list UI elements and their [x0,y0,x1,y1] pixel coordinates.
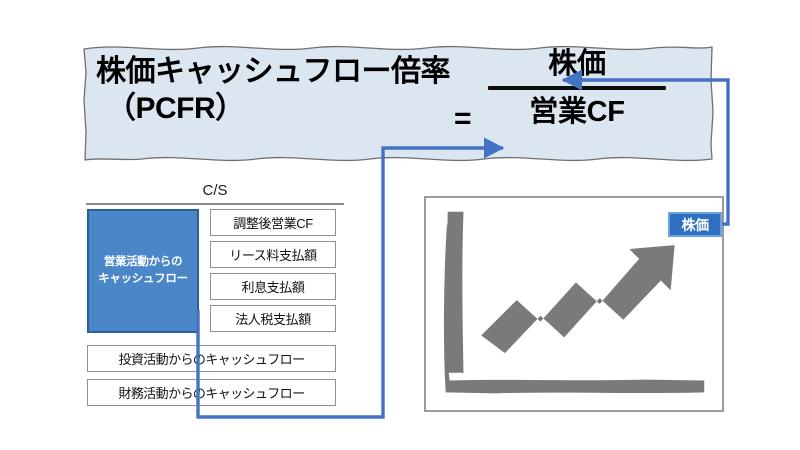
title-line-1: 株価キャッシュフロー倍率 [96,55,451,88]
cash-flow-statement-block: C/S 営業活動からの キャッシュフロー 調整後営業CF リース料支払額 利息支… [86,183,344,410]
formula-fraction: 株価 営業CF [482,46,672,131]
financing-cash-flow-row[interactable]: 財務活動からのキャッシュフロー [87,379,336,406]
cs-heading: C/S [202,182,228,199]
stock-price-badge[interactable]: 株価 [668,212,722,237]
fraction-denominator: 営業CF [529,96,625,129]
title-line-2: （PCFR） [106,91,245,125]
trend-arrow [481,245,675,354]
cs-sub-item[interactable]: 調整後営業CF [210,209,336,236]
fraction-numerator: 株価 [548,48,606,80]
cs-divider [86,203,344,205]
formula-panel: 株価キャッシュフロー倍率（PCFR） = 株価 営業CF [82,40,714,166]
page-title: 株価キャッシュフロー倍率（PCFR） [96,54,456,127]
operating-cash-flow-box[interactable]: 営業活動からの キャッシュフロー [87,209,199,333]
equals-sign: = [454,102,472,135]
cs-sub-item[interactable]: 法人税支払額 [210,305,336,332]
cs-sub-item[interactable]: リース料支払額 [210,241,336,268]
fraction-bar [488,86,666,91]
cs-sub-item[interactable]: 利息支払額 [210,273,336,300]
chart-y-axis [446,211,464,373]
investing-cash-flow-row[interactable]: 投資活動からのキャッシュフロー [87,345,336,372]
